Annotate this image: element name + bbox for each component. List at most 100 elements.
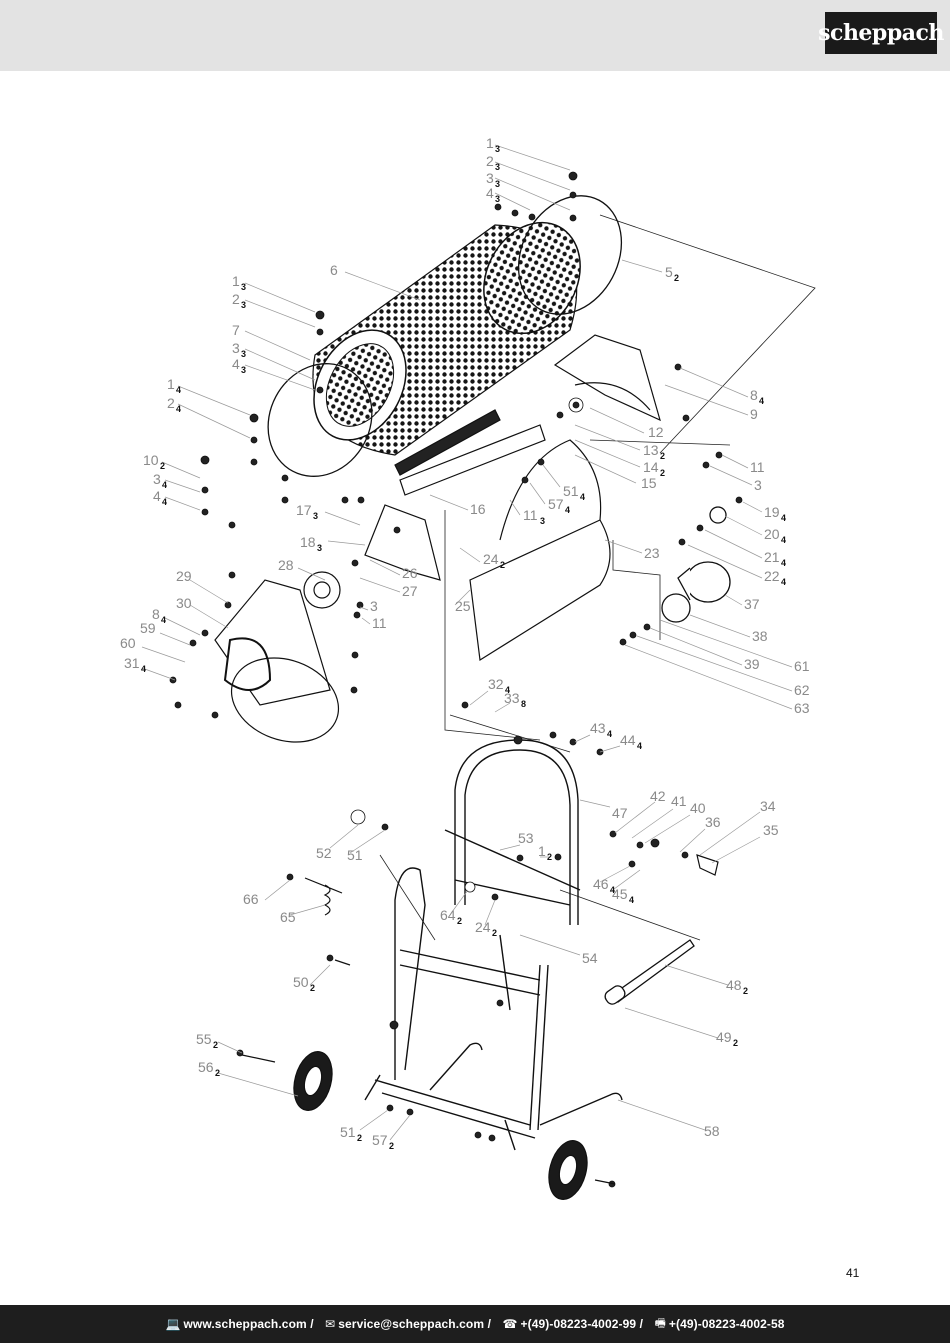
leader-lines [141, 144, 793, 1141]
callout-30: 30 [176, 595, 192, 611]
callout-number: 38 [752, 628, 768, 644]
callout-number: 46 [593, 876, 609, 892]
website-link[interactable]: www.scheppach.com [183, 1317, 307, 1331]
callout-number: 11 [372, 615, 387, 631]
callout-number: 10 [143, 452, 159, 468]
page-number: 41 [846, 1266, 860, 1280]
callout-number: 24 [483, 551, 499, 567]
callout-12: 12 [648, 424, 664, 440]
callout-number: 17 [296, 502, 312, 518]
callout-number: 61 [794, 658, 810, 674]
callout-quantity: 4 [505, 685, 510, 695]
callout-number: 26 [402, 565, 418, 581]
callout-6: 6 [330, 262, 338, 278]
callout-number: 21 [764, 549, 780, 565]
callout-quantity: 2 [547, 852, 552, 862]
callout-63: 63 [794, 700, 810, 716]
callout-number: 3 [486, 170, 494, 186]
callout-quantity: 4 [759, 396, 764, 406]
callout-quantity: 2 [674, 273, 679, 283]
callout-number: 3 [370, 598, 378, 614]
callout-quantity: 3 [241, 282, 246, 292]
callout-number: 32 [488, 676, 504, 692]
callout-47: 47 [612, 805, 628, 821]
callout-60: 60 [120, 635, 136, 651]
callout-number: 42 [650, 788, 666, 804]
discharge-chute [469, 439, 611, 662]
callout-number: 25 [455, 598, 471, 614]
brand-logo: scheppach [818, 12, 944, 54]
callout-quantity: 4 [162, 480, 167, 490]
callout-number: 57 [372, 1132, 388, 1148]
callout-number: 51 [340, 1124, 356, 1140]
callout-number: 11 [750, 459, 765, 475]
callout-34: 34 [760, 798, 776, 814]
callout-number: 40 [690, 800, 706, 816]
callout-number: 44 [620, 732, 636, 748]
callout-number: 4 [486, 185, 494, 201]
callout-number: 66 [243, 891, 259, 907]
callout-number: 35 [763, 822, 779, 838]
callout-quantity: 2 [357, 1133, 362, 1143]
callout-quantity: 2 [660, 468, 665, 478]
phone-number: +(49)-08223-4002-99 [520, 1317, 637, 1331]
callout-62: 62 [794, 682, 810, 698]
callout-number: 33 [504, 690, 520, 706]
callout-number: 62 [794, 682, 810, 698]
callout-23: 23 [644, 545, 660, 561]
callout-number: 56 [198, 1059, 214, 1075]
callout-number: 1 [167, 376, 175, 392]
callout-52: 52 [316, 845, 332, 861]
callout-number: 18 [300, 534, 316, 550]
callout-16: 16 [470, 501, 486, 517]
callout-number: 47 [612, 805, 628, 821]
callout-65: 65 [280, 909, 296, 925]
callout-quantity: 4 [176, 385, 181, 395]
callout-number: 43 [590, 720, 606, 736]
fax-number: +(49)-08223-4002-58 [668, 1317, 785, 1331]
callout-quantity: 3 [241, 365, 246, 375]
footer-separator: / [487, 1317, 491, 1331]
callout-3: 3 [370, 598, 378, 614]
callout-number: 8 [152, 606, 160, 622]
callout-9: 9 [750, 406, 758, 422]
callout-quantity: 4 [637, 741, 642, 751]
callout-number: 48 [726, 977, 742, 993]
callout-number: 15 [641, 475, 657, 491]
callout-number: 64 [440, 907, 456, 923]
callout-quantity: 2 [660, 451, 665, 461]
callout-15: 15 [641, 475, 657, 491]
callout-number: 30 [176, 595, 192, 611]
callout-quantity: 4 [610, 885, 615, 895]
callout-quantity: 4 [161, 615, 166, 625]
callout-number: 6 [330, 262, 338, 278]
callout-number: 4 [153, 488, 161, 504]
callout-number: 12 [648, 424, 664, 440]
email-link[interactable]: service@scheppach.com [338, 1317, 485, 1331]
callout-number: 39 [744, 656, 760, 672]
callout-number: 65 [280, 909, 296, 925]
callout-quantity: 4 [781, 577, 786, 587]
callout-61: 61 [794, 658, 810, 674]
header-band [0, 0, 950, 71]
footer-separator: / [639, 1317, 644, 1331]
